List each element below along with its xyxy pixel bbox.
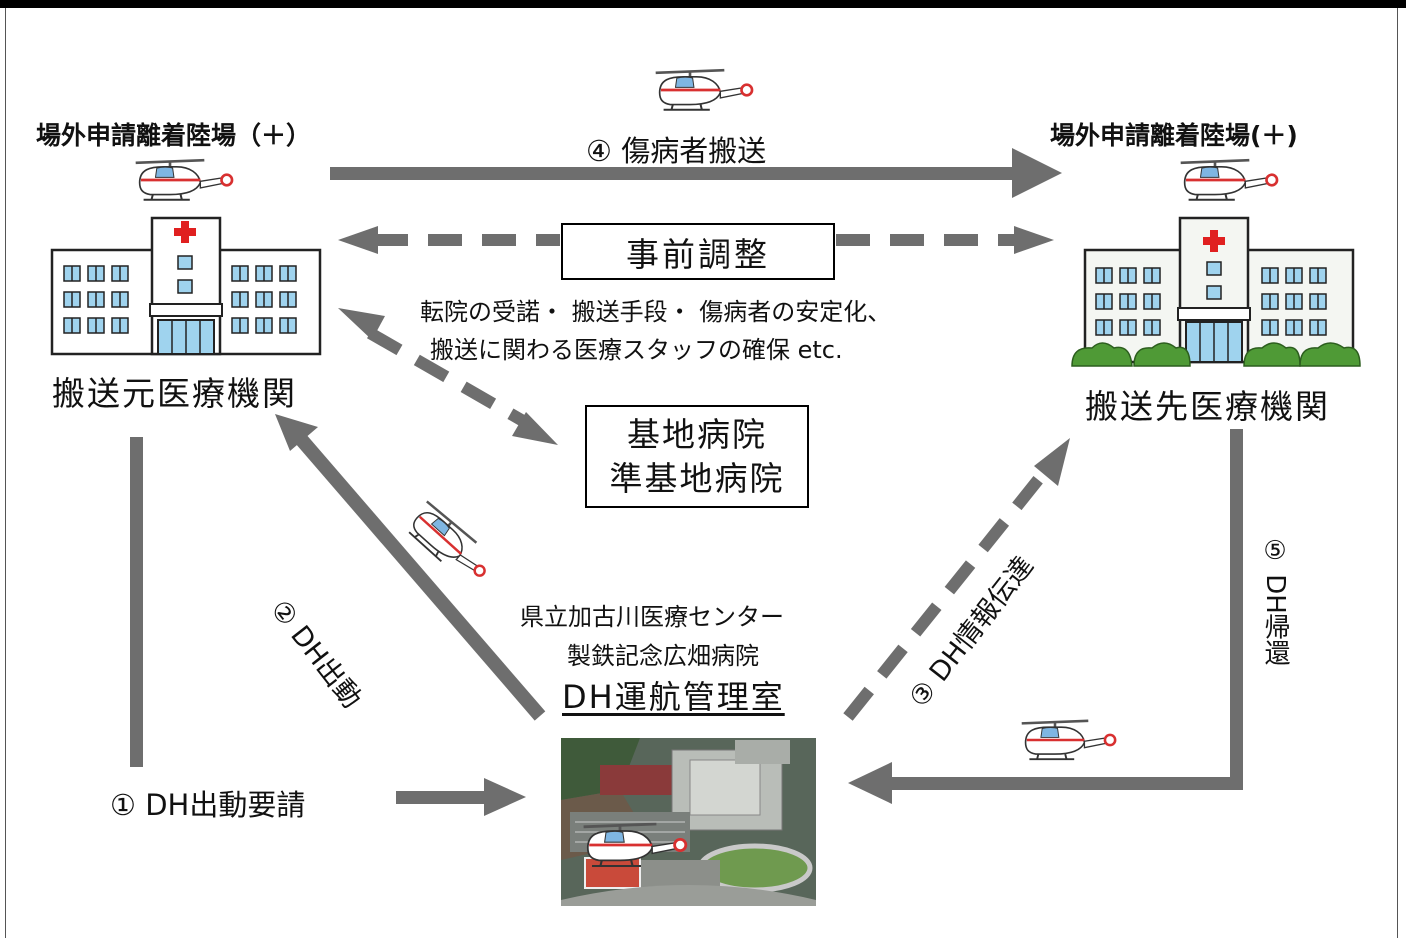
dashed-arrow-step3-info [843,438,1070,721]
base-hospital-line2: 準基地病院 [609,458,785,498]
source-hospital-label: 搬送元医療機関 [52,374,297,413]
base-hospital-line1: 基地病院 [627,414,767,454]
step4-label: ④ 傷病者搬送 [586,134,767,168]
arrow-step5-return [848,429,1243,804]
step1-label: ① DH出動要請 [110,788,306,822]
dashed-arrow-coordination [338,226,1054,254]
helicopter-icon [654,68,754,112]
base-hospital-box: 基地病院 準基地病院 [585,405,809,508]
dest-hospital-label: 搬送先医療機関 [1085,387,1330,426]
coordination-box: 事前調整 [561,223,835,280]
dest-hospital-building-icon [1071,216,1361,367]
source-hospital-building-icon [50,216,322,356]
line-step1-request [130,437,143,767]
helicopter-icon [1020,719,1117,761]
coordination-title: 事前調整 [626,234,770,274]
ops-center-line2: 製鉄記念広畑病院 [567,642,759,670]
coordination-detail-1: 転院の受諾・ 搬送手段・ 傷病者の安定化、 [420,298,892,326]
ops-center-line1: 県立加古川医療センター [520,603,784,631]
arrow-step2-dispatch [275,414,546,721]
step5-label: ⑤ DH帰還 [1260,536,1290,666]
frame-border [5,8,1398,938]
helipad-label-right: 場外申請離着陸場(＋) [1050,121,1298,150]
top-border [0,0,1406,8]
helicopter-icon [134,158,234,202]
arrow-step4-transport [330,148,1062,198]
helipad-label-left: 場外申請離着陸場（＋） [36,121,312,150]
ops-center-aerial-photo [561,738,816,906]
ops-center-line3: DH運航管理室 [562,678,785,716]
dashed-arrow-base-hospital [338,308,558,445]
helicopter-icon [1179,158,1279,202]
coordination-detail-2: 搬送に関わる医療スタッフの確保 etc. [430,336,843,364]
arrow-step1-request [396,778,526,816]
